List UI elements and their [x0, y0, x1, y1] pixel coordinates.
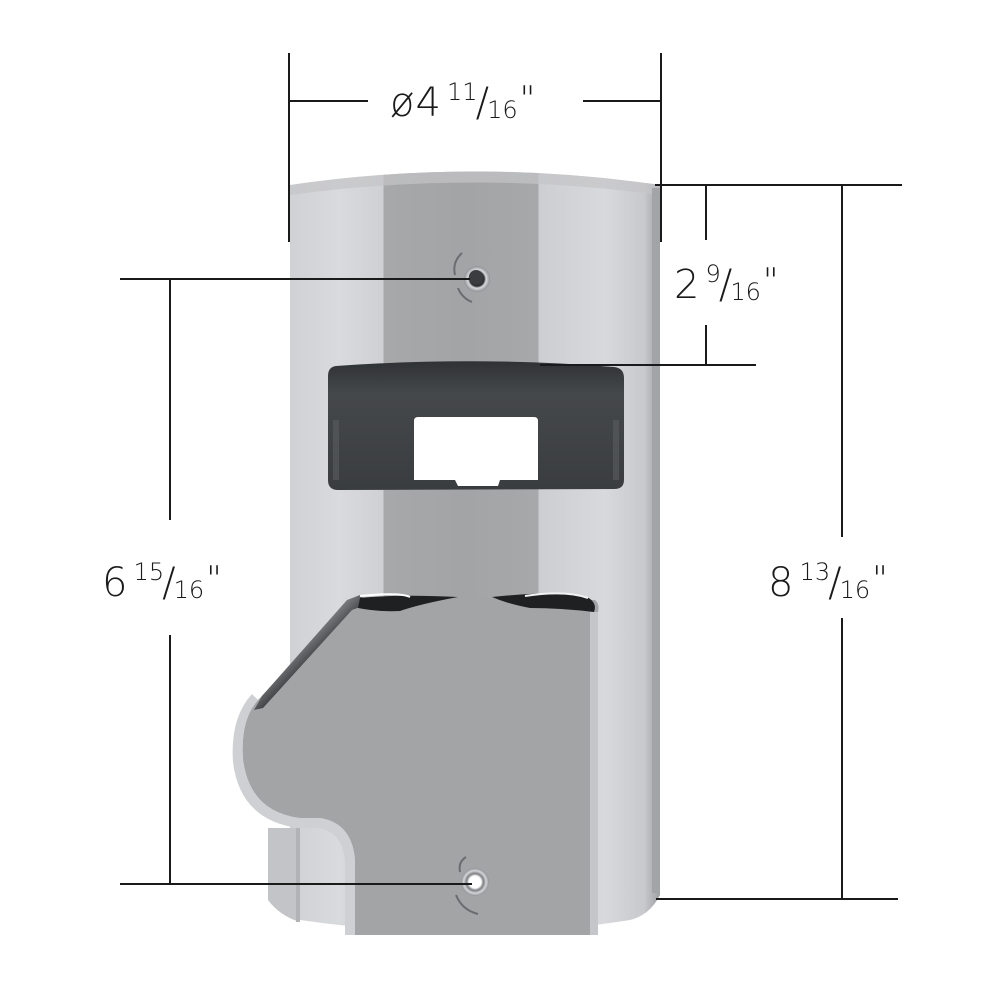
- diameter-label: ø4 11/16": [390, 78, 536, 126]
- dimension-lines: [120, 53, 902, 900]
- screw-to-screw-label: 6 15/16": [102, 558, 222, 606]
- front-cover: [232, 592, 599, 935]
- base-left-lip: [268, 828, 300, 922]
- viewing-window: [328, 361, 624, 490]
- top-screw-icon: [453, 252, 490, 303]
- overall-height-label: 8 13/16": [768, 558, 888, 606]
- top-to-window-label: 2 9/16": [674, 260, 779, 308]
